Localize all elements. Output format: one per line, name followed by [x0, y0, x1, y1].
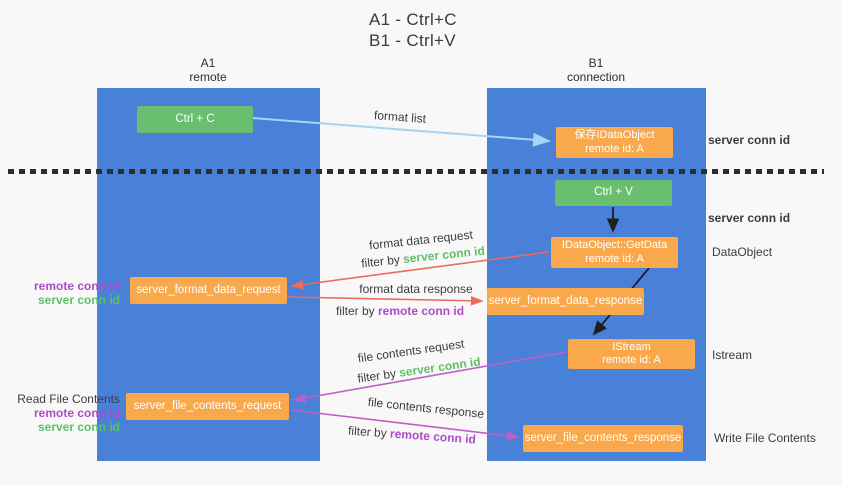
node-ctrl-c: Ctrl + C [137, 106, 253, 133]
lane-a1-role: remote [189, 70, 227, 84]
annotation-format-request-conn-ids: remote conn id server conn id [0, 279, 120, 307]
edge-label-filter-by-remote-conn-id-1: filter by remote conn id [336, 304, 464, 318]
annotation-dataobject: DataObject [712, 245, 773, 259]
getdata-line1: IDataObject::GetData [561, 239, 668, 251]
edge-label-format-list: format list [373, 108, 427, 126]
annotation-write-file-contents: Write File Contents [714, 431, 816, 445]
edge-label-file-contents-response: file contents response [367, 394, 485, 422]
node-server-format-data-response: server_format_data_response [487, 288, 644, 315]
node-server-file-contents-request: server_file_contents_request [126, 393, 289, 420]
title-line-b1: B1 - Ctrl+V [369, 31, 456, 50]
remote-conn-id-text: remote conn id [389, 426, 477, 447]
annotation-file-request-conn-ids: remote conn id server conn id [0, 406, 120, 434]
title-line-a1: A1 - Ctrl+C [369, 10, 457, 29]
filter-by-text: filter by [360, 252, 401, 271]
ctrl-v-label: Ctrl + V [594, 186, 633, 199]
edge-label-filter-by-remote-conn-id-2: filter by remote conn id [348, 424, 477, 447]
server-conn-id-text: server conn id [398, 354, 482, 380]
server-format-data-response-label: server_format_data_response [488, 294, 643, 307]
istream-line1: IStream [612, 340, 651, 353]
annotation-istream: Istream [712, 348, 753, 362]
save-idataobject-line2: remote id: A [585, 142, 644, 155]
remote-conn-id-text: remote conn id [378, 304, 465, 318]
lane-header-a1: A1 remote [148, 56, 268, 84]
getdata-line2: remote id: A [585, 252, 644, 265]
node-idataobject-getdata: IDataObject::GetData remote id: A [551, 237, 678, 268]
server-conn-id-label: server conn id [37, 420, 120, 434]
annotation-read-file-contents: Read File Contents [17, 392, 120, 406]
ctrl-c-label: Ctrl + C [175, 112, 215, 125]
node-server-file-contents-response: server_file_contents_response [523, 425, 683, 452]
annotation-server-conn-id-top: server conn id [708, 133, 791, 147]
node-ctrl-v: Ctrl + V [555, 180, 672, 206]
edge-label-format-data-response: format data response [359, 282, 473, 296]
server-file-contents-request-label: server_file_contents_request [133, 399, 282, 412]
server-file-contents-response-label: server_file_contents_response [524, 431, 682, 444]
filter-by-text: filter by [347, 423, 388, 441]
node-server-format-data-request: server_format_data_request [130, 277, 287, 304]
filter-by-text: filter by [335, 304, 375, 318]
save-idataobject-line1: 保存IDataObject [574, 129, 655, 141]
lane-a1-name: A1 [200, 56, 216, 70]
lane-header-b1: B1 connection [536, 56, 656, 84]
session-separator-dashed-line [8, 169, 824, 174]
server-format-data-request-label: server_format_data_request [136, 283, 281, 296]
lane-b1-name: B1 [588, 56, 604, 70]
filter-by-text: filter by [356, 366, 397, 386]
diagram-title: A1 - Ctrl+C B1 - Ctrl+V [369, 9, 457, 51]
annotation-server-conn-id-mid: server conn id [708, 211, 791, 225]
node-istream: IStream remote id: A [568, 339, 695, 369]
lane-b1-role: connection [566, 70, 626, 84]
server-conn-id-label: server conn id [37, 293, 120, 307]
istream-line2: remote id: A [602, 354, 661, 366]
node-save-idataobject: 保存IDataObject remote id: A [556, 127, 673, 158]
remote-conn-id-label: remote conn id [33, 406, 120, 420]
remote-conn-id-label: remote conn id [33, 279, 120, 293]
